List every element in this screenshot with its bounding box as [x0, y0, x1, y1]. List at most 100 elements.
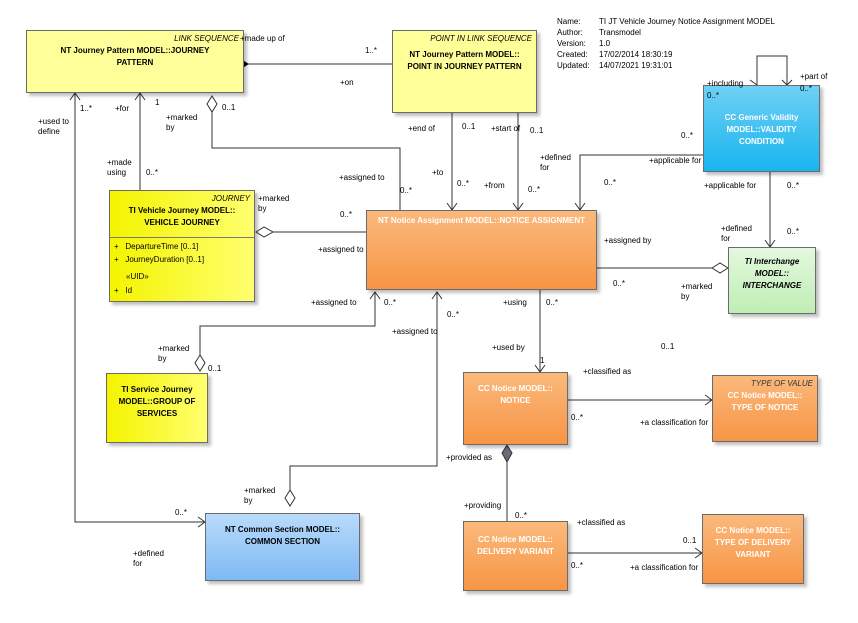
attribute-text: JourneyDuration [0..1]	[125, 255, 205, 264]
multiplicity-label: 0..*	[613, 279, 626, 288]
composition-diamond-notice	[501, 444, 513, 464]
aggregation-diamond-gos	[194, 354, 206, 372]
connector-gos-marked-by	[199, 292, 376, 355]
connector-jp-marked-by	[211, 112, 401, 210]
class-type-of-delivery-variant[interactable]: CC Notice MODEL:: TYPE OF DELIVERY VARIA…	[702, 514, 804, 584]
multiplicity-label: 0..*	[604, 178, 617, 187]
class-journey-pattern[interactable]: LINK SEQUENCE NT Journey Pattern MODEL::…	[26, 30, 244, 93]
role-label: +on	[340, 78, 354, 87]
role-label: +to	[432, 168, 444, 177]
role-label: +start of	[491, 124, 521, 133]
meta-value: 17/02/2014 18:30:19	[599, 50, 673, 59]
role-label: +provided as	[446, 453, 493, 462]
class-title: TI Interchange MODEL:: INTERCHANGE	[742, 257, 802, 290]
class-notice[interactable]: CC Notice MODEL:: NOTICE	[463, 372, 568, 445]
class-title: NT Notice Assignment MODEL::NOTICE ASSIG…	[378, 216, 585, 225]
multiplicity-label: 0..*	[528, 185, 541, 194]
multiplicity-label: 0..1	[683, 536, 697, 545]
multiplicity-label: 0..*	[571, 561, 584, 570]
meta-key: Author:	[557, 28, 583, 37]
class-title: CC Notice MODEL:: NOTICE	[478, 384, 553, 405]
class-validity-condition[interactable]: CC Generic Validity MODEL::VALIDITY COND…	[703, 85, 820, 172]
role-label: +classified as	[577, 518, 626, 527]
class-delivery-variant[interactable]: CC Notice MODEL:: DELIVERY VARIANT	[463, 521, 568, 591]
role-label: +applicable for	[704, 181, 757, 190]
multiplicity-label: 0..*	[447, 310, 460, 319]
role-label: +from	[484, 181, 505, 190]
attribute-journey-duration: + JourneyDuration [0..1]	[114, 255, 204, 264]
multiplicity-label: 0..1	[661, 342, 675, 351]
multiplicity-label: 1..*	[80, 104, 93, 113]
stereotype-label: TYPE OF VALUE	[750, 379, 813, 388]
role-label: +marked by	[158, 344, 190, 363]
class-type-of-notice[interactable]: TYPE OF VALUE CC Notice MODEL:: TYPE OF …	[712, 375, 818, 442]
multiplicity-label: 0..*	[787, 227, 800, 236]
multiplicity-label: 0..*	[457, 179, 470, 188]
class-vehicle-journey[interactable]: JOURNEY TI Vehicle Journey MODEL:: VEHIC…	[109, 190, 255, 302]
diagram-metadata: Name:TI JT Vehicle Journey Notice Assign…	[557, 16, 775, 71]
multiplicity-label: 0..*	[707, 91, 720, 100]
meta-key: Updated:	[557, 61, 590, 70]
class-title: TI Service Journey MODEL::GROUP OF SERVI…	[118, 385, 196, 418]
class-point-in-journey-pattern[interactable]: POINT IN LINK SEQUENCE NT Journey Patter…	[392, 30, 537, 113]
role-label: +assigned by	[604, 236, 652, 245]
role-label: +for	[115, 104, 130, 113]
class-interchange[interactable]: TI Interchange MODEL:: INTERCHANGE	[728, 247, 816, 314]
multiplicity-label: 0..*	[681, 131, 694, 140]
meta-row-name: Name:TI JT Vehicle Journey Notice Assign…	[557, 16, 775, 27]
arrowhead-gos	[369, 291, 381, 300]
role-label: +part of	[800, 72, 828, 81]
arrowhead-cs	[431, 291, 443, 300]
stereotype-label: POINT IN LINK SEQUENCE	[430, 34, 532, 43]
multiplicity-label: 0..1	[222, 103, 236, 112]
connector-cs-marked-by	[289, 292, 438, 490]
multiplicity-label: 1..*	[365, 46, 378, 55]
attribute-text: «UID»	[126, 272, 149, 281]
connector-validity-self	[756, 55, 788, 85]
class-title: CC Generic Validity MODEL::VALIDITY COND…	[724, 113, 799, 146]
compartment-separator	[110, 237, 254, 238]
meta-key: Version:	[557, 39, 586, 48]
meta-value: Transmodel	[599, 28, 641, 37]
class-notice-assignment[interactable]: NT Notice Assignment MODEL::NOTICE ASSIG…	[366, 210, 597, 290]
aggregation-diamond-cs	[284, 489, 296, 507]
multiplicity-label: 0..*	[340, 210, 353, 219]
connector-defined-for	[579, 154, 703, 210]
multiplicity-label: 0..*	[515, 511, 528, 520]
aggregation-diamond-jp	[206, 95, 218, 113]
class-group-of-services[interactable]: TI Service Journey MODEL::GROUP OF SERVI…	[106, 373, 208, 443]
multiplicity-label: 0..*	[175, 508, 188, 517]
attribute-text: Id	[125, 286, 133, 295]
role-label: +providing	[464, 501, 502, 510]
multiplicity-label: 0..1	[208, 364, 222, 373]
role-label: +defined for	[540, 153, 571, 172]
role-label: +marked by	[258, 194, 290, 213]
meta-row-author: Author: Transmodel	[557, 27, 775, 38]
multiplicity-label: 1	[540, 356, 545, 365]
multiplicity-label: 0..*	[800, 84, 813, 93]
meta-value: 14/07/2021 19:31:01	[599, 61, 673, 70]
role-label: +a classification for	[640, 418, 709, 427]
role-label: +end of	[408, 124, 435, 133]
arrowhead-used-to-define	[69, 92, 81, 101]
role-label: +assigned to	[392, 327, 438, 336]
class-title: NT Journey Pattern MODEL:: POINT IN JOUR…	[407, 50, 522, 71]
class-common-section[interactable]: NT Common Section MODEL:: COMMON SECTION	[205, 513, 360, 581]
multiplicity-label: 0..*	[787, 181, 800, 190]
meta-value: TI JT Vehicle Journey Notice Assignment …	[599, 17, 775, 26]
role-label: +marked by	[681, 282, 713, 301]
attribute-stereotype-uid: «UID»	[126, 272, 149, 281]
role-label: +using	[503, 298, 527, 307]
meta-row-updated: Updated: 14/07/2021 19:31:01	[557, 60, 775, 71]
role-label: +used by	[492, 343, 525, 352]
attribute-id: + Id	[114, 286, 132, 295]
multiplicity-label: 0..1	[462, 122, 476, 131]
multiplicity-label: 1	[155, 98, 160, 107]
role-label: +made using	[107, 158, 132, 177]
role-label: +marked by	[244, 486, 276, 505]
class-title: CC Notice MODEL:: TYPE OF DELIVERY VARIA…	[714, 526, 792, 559]
stereotype-label: LINK SEQUENCE	[174, 34, 239, 43]
role-label: +used to define	[38, 117, 69, 136]
multiplicity-label: 0..*	[571, 413, 584, 422]
class-title: CC Notice MODEL:: TYPE OF NOTICE	[727, 391, 803, 412]
